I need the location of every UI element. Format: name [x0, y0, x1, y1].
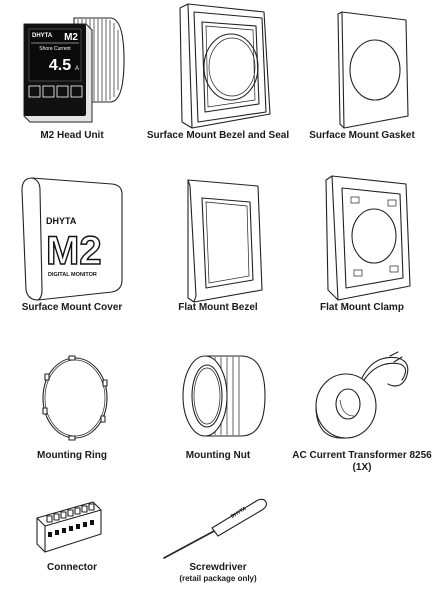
part-flat-mount-bezel: Flat Mount Bezel: [146, 174, 290, 314]
cover-brand-text: DHYTA: [46, 216, 77, 226]
current-transformer-label: AC Current Transformer 8256 (1X): [292, 450, 432, 473]
part-connector: Connector: [0, 496, 144, 574]
screen-value-text: 4.5: [49, 57, 71, 74]
mounting-ring-icon: [42, 355, 108, 441]
part-surface-mount-bezel: Surface Mount Bezel and Seal: [146, 2, 290, 142]
connector-label: Connector: [47, 562, 97, 573]
part-m2-head-unit: DHYTA M2 Shore Current 4.5 A M2 Head Uni…: [0, 10, 144, 142]
m2-head-unit-icon: DHYTA M2 Shore Current 4.5 A: [23, 17, 125, 123]
mounting-ring-label: Mounting Ring: [37, 450, 107, 461]
part-surface-mount-gasket: Surface Mount Gasket: [290, 10, 434, 142]
surface-mount-cover-icon: DHYTA M2 DIGITAL MONITOR: [21, 177, 123, 301]
surface-mount-gasket-label: Surface Mount Gasket: [309, 130, 415, 141]
screwdriver-icon: DHYTA: [163, 498, 268, 559]
connector-icon: [36, 501, 102, 553]
screen-model-text: M2: [64, 32, 78, 43]
cover-model-text: M2: [46, 229, 102, 273]
mounting-nut-icon: [182, 355, 266, 437]
flat-mount-bezel-icon: [187, 179, 263, 303]
m2-head-unit-label: M2 Head Unit: [40, 130, 104, 141]
part-mounting-ring: Mounting Ring: [0, 350, 144, 462]
flat-mount-clamp-icon: [325, 175, 411, 301]
part-flat-mount-clamp: Flat Mount Clamp: [290, 172, 434, 314]
screen-unit-text: A: [75, 66, 79, 72]
mounting-nut-label: Mounting Nut: [185, 450, 251, 461]
part-current-transformer: AC Current Transformer 8256 (1X): [290, 350, 434, 474]
flat-mount-bezel-label: Flat Mount Bezel: [178, 302, 258, 313]
surface-mount-gasket-icon: [337, 11, 409, 129]
cover-caption-text: DIGITAL MONITOR: [48, 272, 97, 278]
screen-brand-text: DHYTA: [32, 33, 53, 39]
surface-mount-cover-label: Surface Mount Cover: [21, 302, 123, 313]
part-surface-mount-cover: DHYTA M2 DIGITAL MONITOR Surface Mount C…: [0, 172, 144, 314]
screen-title-text: Shore Current: [39, 46, 71, 52]
surface-mount-bezel-icon: [179, 3, 271, 129]
screwdriver-label: Screwdriver: [189, 562, 247, 573]
screwdriver-sublabel: (retail package only): [179, 574, 257, 583]
surface-mount-bezel-label: Surface Mount Bezel and Seal: [146, 130, 290, 141]
part-screwdriver: DHYTA Screwdriver (retail package only): [146, 490, 290, 583]
part-mounting-nut: Mounting Nut: [146, 350, 290, 462]
current-transformer-icon: [315, 351, 409, 439]
flat-mount-clamp-label: Flat Mount Clamp: [320, 302, 404, 313]
